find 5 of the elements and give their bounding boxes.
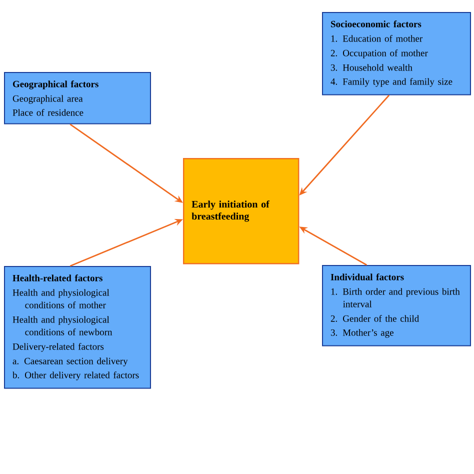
factor-box: Health-related factors Health and physiological conditions of mother Health and physiological conditions of newborn Delivery-related factors a. Caesarean section delivery b. Other delivery related factors (4, 266, 151, 389)
factor-box: Individual factors 1. Birth order and previous birth interval 2. Gender of the child 3. Mother’s age (322, 265, 471, 346)
central-box: Early initiation of breastfeeding (183, 158, 300, 264)
factor-box: Socioeconomic factors 1. Education of mother 2. Occupation of mother 3. Household wealth 4. Family type and family size (322, 12, 471, 96)
factor-box: Geographical factors Geographical area Place of residence (4, 72, 151, 124)
